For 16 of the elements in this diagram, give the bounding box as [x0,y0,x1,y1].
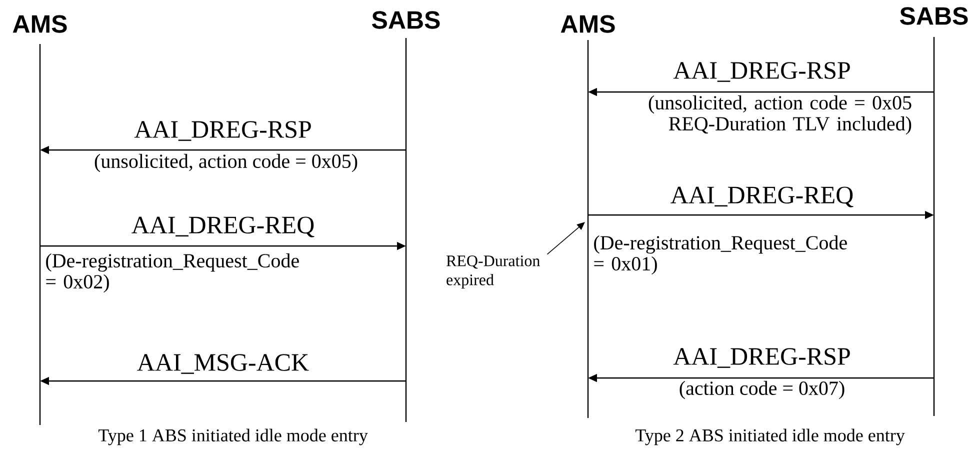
message-note: (De-registration_Request_Code = 0x02) [46,253,299,293]
message-label: AAI_DREG-RSP [673,62,850,82]
caption: Type 1 ABS initiated idle mode entry [98,428,368,446]
message-note: (action code = 0x07) [680,380,844,400]
caption: Type 2 ABS initiated idle mode entry [636,428,905,446]
message-label: AAI_DREG-REQ [670,186,854,208]
message-label: AAI_DREG-RSP [134,121,311,141]
lifeline: SABS [372,11,440,422]
message-label: AAI_DREG-REQ [132,216,314,238]
note-text: REQ-Duration expired [446,256,540,288]
message-note: (unsolicited, action code = 0x05 REQ-Duration TLV included) [648,95,912,135]
leader-line [546,222,585,255]
message-note: (De-registration_Request_Code = 0x01) [594,235,847,275]
message-note: (unsolicited, action code = 0x05) [94,154,358,172]
message-label: AAI_DREG-RSP [673,348,850,368]
message-label: AAI_MSG-ACK [137,354,309,374]
